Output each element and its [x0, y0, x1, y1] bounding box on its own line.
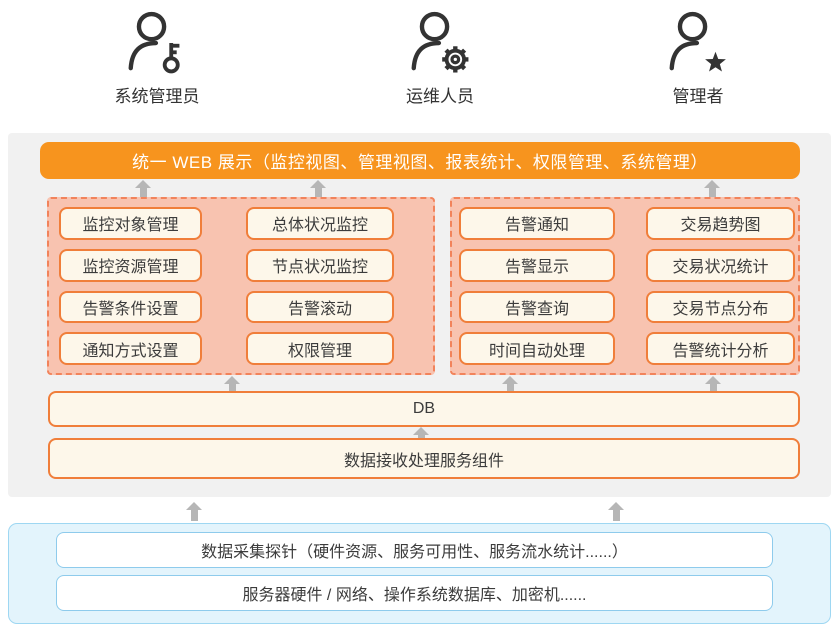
actor-label: 运维人员: [406, 87, 474, 106]
user-star-icon: [663, 8, 733, 78]
user-key-icon: [122, 8, 192, 78]
module-alert-condition-setting: 告警条件设置: [59, 290, 202, 324]
actor-label: 系统管理员: [114, 87, 200, 106]
up-arrow: [310, 180, 326, 197]
module-monitor-object-mgmt: 监控对象管理: [59, 207, 202, 240]
module-alert-query: 告警查询: [459, 290, 615, 324]
actor-manager: 管理者: [613, 8, 783, 107]
up-arrow: [608, 502, 624, 521]
module-alert-scroll: 告警滚动: [246, 290, 394, 324]
module-trade-status-stats: 交易状况统计: [646, 248, 795, 282]
module-time-auto-process: 时间自动处理: [459, 332, 615, 365]
actor-system-admin: 系统管理员: [72, 8, 242, 107]
unified-web-banner: 统一 WEB 展示（监控视图、管理视图、报表统计、权限管理、系统管理）: [40, 142, 800, 179]
module-alert-display: 告警显示: [459, 248, 615, 282]
module-column: 总体状况监控 节点状况监控 告警滚动 权限管理: [246, 207, 394, 365]
module-column: 监控对象管理 监控资源管理 告警条件设置 通知方式设置: [59, 207, 202, 365]
actor-operations-staff: 运维人员: [355, 8, 525, 107]
actor-label: 管理者: [672, 87, 724, 106]
module-monitor-resource-mgmt: 监控资源管理: [59, 248, 202, 282]
infrastructure-bar: 服务器硬件 / 网络、操作系统数据库、加密机......: [56, 575, 773, 611]
data-receive-service-bar: 数据接收处理服务组件: [48, 438, 800, 479]
module-group-alert-trade: 告警通知 告警显示 告警查询 时间自动处理 交易趋势图 交易状况统计 交易节点分…: [450, 197, 800, 375]
module-node-status-monitor: 节点状况监控: [246, 248, 394, 282]
module-column: 告警通知 告警显示 告警查询 时间自动处理: [459, 207, 615, 365]
up-arrow: [135, 180, 151, 197]
data-collection-probe-bar: 数据采集探针（硬件资源、服务可用性、服务流水统计......）: [56, 532, 773, 568]
module-column: 交易趋势图 交易状况统计 交易节点分布 告警统计分析: [646, 207, 795, 365]
module-overall-status-monitor: 总体状况监控: [246, 207, 394, 240]
module-notify-method-setting: 通知方式设置: [59, 332, 202, 365]
module-trade-trend-chart: 交易趋势图: [646, 207, 795, 240]
module-group-monitor-management: 监控对象管理 监控资源管理 告警条件设置 通知方式设置 总体状况监控 节点状况监…: [47, 197, 435, 375]
user-gear-icon: [405, 8, 475, 78]
db-bar: DB: [48, 391, 800, 427]
up-arrow: [502, 376, 518, 391]
module-alert-stats-analysis: 告警统计分析: [646, 332, 795, 365]
module-trade-node-distribution: 交易节点分布: [646, 290, 795, 324]
up-arrow: [704, 180, 720, 197]
up-arrow: [186, 502, 202, 521]
up-arrow: [705, 376, 721, 391]
up-arrow: [413, 427, 429, 438]
module-permission-mgmt: 权限管理: [246, 332, 394, 365]
up-arrow: [224, 376, 240, 391]
module-alert-notify: 告警通知: [459, 207, 615, 240]
collection-layer-panel: 数据采集探针（硬件资源、服务可用性、服务流水统计......） 服务器硬件 / …: [8, 523, 831, 624]
